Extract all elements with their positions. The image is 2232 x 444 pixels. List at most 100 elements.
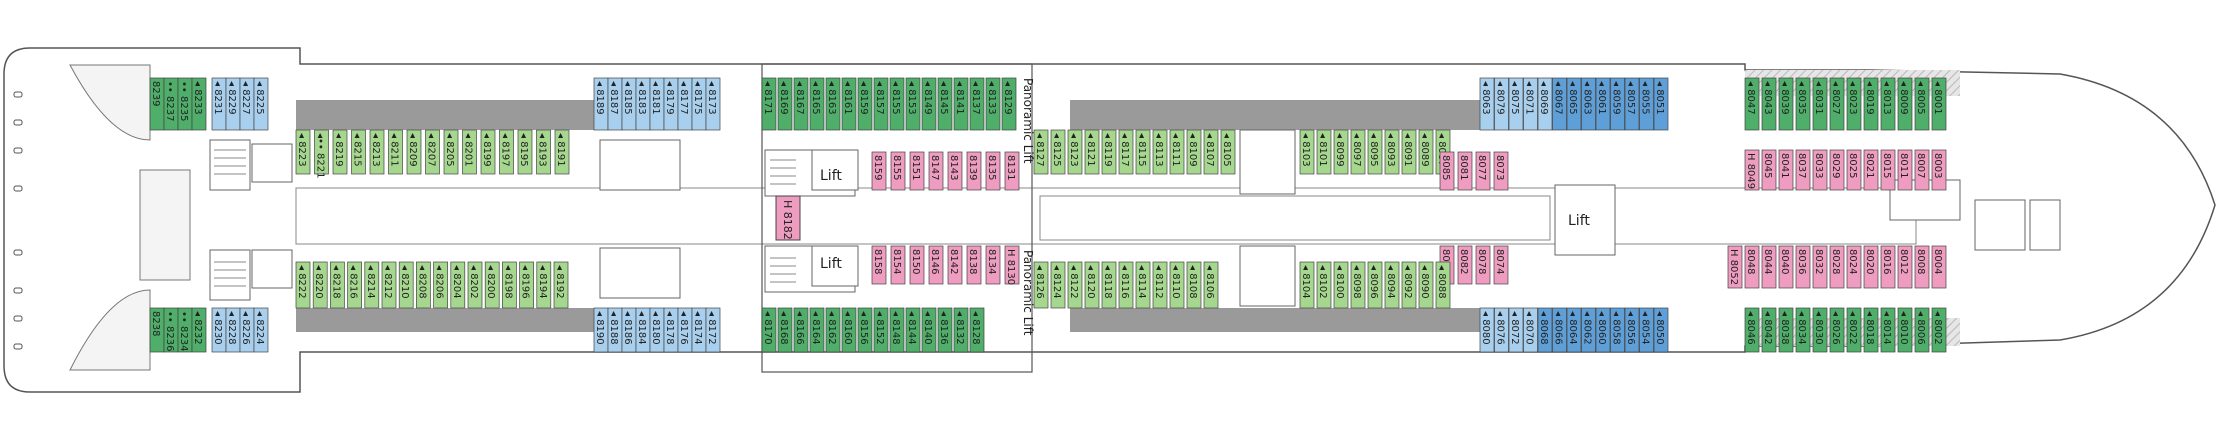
cabin-8070[interactable]: ◂ 8070 — [1523, 307, 1538, 353]
cabin-box[interactable] — [1914, 149, 1930, 191]
cabin-box[interactable] — [1475, 151, 1491, 191]
cabin-8074[interactable]: 8074 — [1493, 245, 1509, 285]
cabin-box[interactable] — [1812, 77, 1828, 131]
cabin-8012[interactable]: 8012 — [1897, 245, 1913, 289]
cabin-box[interactable] — [705, 77, 721, 131]
cabin-8194[interactable]: ◂ 8194 — [536, 261, 552, 309]
cabin-8175[interactable]: ◂ 8175 — [691, 77, 707, 131]
cabin-8052[interactable]: H 8052 — [1727, 245, 1743, 289]
cabin-8063[interactable]: ◂ 8063 — [1581, 77, 1596, 131]
cabin-8187[interactable]: ◂ 8187 — [607, 77, 623, 131]
cabin-box[interactable] — [1653, 307, 1669, 353]
cabin-box[interactable] — [1795, 149, 1811, 191]
cabin-box[interactable] — [1863, 149, 1879, 191]
cabin-box[interactable] — [351, 129, 366, 175]
cabin-box[interactable] — [1367, 261, 1383, 309]
cabin-8090[interactable]: ◂ 8090 — [1418, 261, 1434, 309]
cabin-box[interactable] — [1552, 77, 1567, 131]
cabin-8011[interactable]: 8011 — [1897, 149, 1913, 191]
cabin-8148[interactable]: ◂ 8148 — [889, 307, 905, 353]
cabin-box[interactable] — [1931, 149, 1947, 191]
cabin-8193[interactable]: ◂ 8193 — [536, 129, 551, 175]
cabin-box[interactable] — [1744, 307, 1760, 353]
cabin-box[interactable] — [1761, 77, 1777, 131]
cabin-box[interactable] — [1931, 245, 1947, 289]
cabin-8051[interactable]: ◂ 8051 — [1653, 77, 1669, 131]
cabin-8003[interactable]: 8003 — [1931, 149, 1947, 191]
cabin-box[interactable] — [1494, 77, 1509, 131]
cabin-8197[interactable]: ◂ 8197 — [499, 129, 514, 175]
cabin-8104[interactable]: ◂ 8104 — [1299, 261, 1315, 309]
cabin-8196[interactable]: ◂ 8196 — [519, 261, 534, 309]
cabin-8176[interactable]: ◂ 8176 — [677, 307, 693, 353]
cabin-8200[interactable]: ◂ 8200 — [484, 261, 500, 309]
cabin-8214[interactable]: ◂ 8214 — [364, 261, 380, 309]
cabin-8125[interactable]: ◂ 8125 — [1050, 129, 1066, 175]
cabin-box[interactable] — [1914, 307, 1930, 353]
cabin-8089[interactable]: ◂ 8089 — [1418, 129, 1434, 175]
cabin-8015[interactable]: 8015 — [1880, 149, 1896, 191]
cabin-box[interactable] — [1316, 261, 1332, 309]
cabin-8121[interactable]: ◂ 8121 — [1084, 129, 1100, 175]
cabin-8120[interactable]: ◂ 8120 — [1084, 261, 1100, 309]
cabin-box[interactable] — [905, 77, 921, 131]
cabin-box[interactable] — [1897, 149, 1913, 191]
cabin-box[interactable] — [1493, 151, 1509, 191]
cabin-box[interactable] — [985, 245, 1001, 285]
cabin-box[interactable] — [1220, 129, 1236, 175]
cabin-box[interactable] — [1581, 307, 1596, 353]
cabin-8037[interactable]: 8037 — [1795, 149, 1811, 191]
cabin-box[interactable] — [1812, 245, 1828, 289]
cabin-box[interactable] — [1846, 77, 1862, 131]
cabin-box[interactable] — [1761, 149, 1777, 191]
cabin-8131[interactable]: 8131 — [1004, 151, 1020, 191]
cabin-8118[interactable]: ◂ 8118 — [1101, 261, 1117, 309]
cabin-8221[interactable]: ◂•• 8221 — [314, 129, 329, 178]
cabin-8215[interactable]: ◂ 8215 — [351, 129, 366, 175]
cabin-8195[interactable]: ◂ 8195 — [517, 129, 533, 175]
cabin-box[interactable] — [1494, 307, 1509, 353]
cabin-8111[interactable]: ◂ 8111 — [1169, 129, 1185, 175]
cabin-box[interactable] — [969, 307, 985, 353]
cabin-8116[interactable]: ◂ 8116 — [1118, 261, 1134, 309]
cabin-box[interactable] — [921, 307, 937, 353]
cabin-8139[interactable]: 8139 — [966, 151, 982, 191]
cabin-box[interactable] — [1350, 261, 1366, 309]
cabin-box[interactable] — [1493, 245, 1509, 285]
cabin-8026[interactable]: ◂ 8026 — [1829, 307, 1845, 353]
cabin-8129[interactable]: ◂ 8129 — [1001, 77, 1017, 131]
cabin-8068[interactable]: ◂ 8068 — [1537, 307, 1553, 353]
cabin-box[interactable] — [443, 129, 459, 175]
cabin-box[interactable] — [1508, 77, 1524, 131]
cabin-box[interactable] — [777, 77, 793, 131]
cabin-8031[interactable]: ◂ 8031 — [1812, 77, 1828, 131]
cabin-box[interactable] — [1004, 245, 1020, 285]
cabin-8048[interactable]: 8048 — [1744, 245, 1760, 289]
cabin-8141[interactable]: ◂ 8141 — [953, 77, 969, 131]
cabin-box[interactable] — [1203, 261, 1219, 309]
cabin-8199[interactable]: ◂ 8199 — [480, 129, 496, 175]
cabin-8151[interactable]: 8151 — [909, 151, 925, 191]
cabin-8186[interactable]: ◂ 8186 — [621, 307, 637, 353]
cabin-8180[interactable]: ◂ 8180 — [649, 307, 665, 353]
cabin-8225[interactable]: ◂ 8225 — [253, 77, 269, 131]
cabin-box[interactable] — [1033, 129, 1049, 175]
cabin-8150[interactable]: 8150 — [909, 245, 925, 285]
cabin-8046[interactable]: ◂ 8046 — [1744, 307, 1760, 353]
cabin-box[interactable] — [793, 307, 809, 353]
cabin-box[interactable] — [253, 77, 269, 131]
cabin-box[interactable] — [873, 77, 889, 131]
cabin-8168[interactable]: ◂ 8168 — [777, 307, 793, 353]
cabin-box[interactable] — [909, 245, 925, 285]
cabin-box[interactable] — [890, 245, 906, 285]
cabin-8155[interactable]: ◂ 8155 — [889, 77, 905, 131]
cabin-8023[interactable]: ◂ 8023 — [1846, 77, 1862, 131]
cabin-box[interactable] — [928, 245, 944, 285]
cabin-8153[interactable]: ◂ 8153 — [905, 77, 921, 131]
cabin-box[interactable] — [705, 307, 721, 353]
cabin-8043[interactable]: ◂ 8043 — [1761, 77, 1777, 131]
cabin-8192[interactable]: ◂ 8192 — [553, 261, 569, 309]
cabin-8190[interactable]: ◂ 8190 — [593, 307, 609, 353]
cabin-8075[interactable]: ◂ 8075 — [1508, 77, 1524, 131]
cabin-box[interactable] — [1457, 245, 1473, 285]
